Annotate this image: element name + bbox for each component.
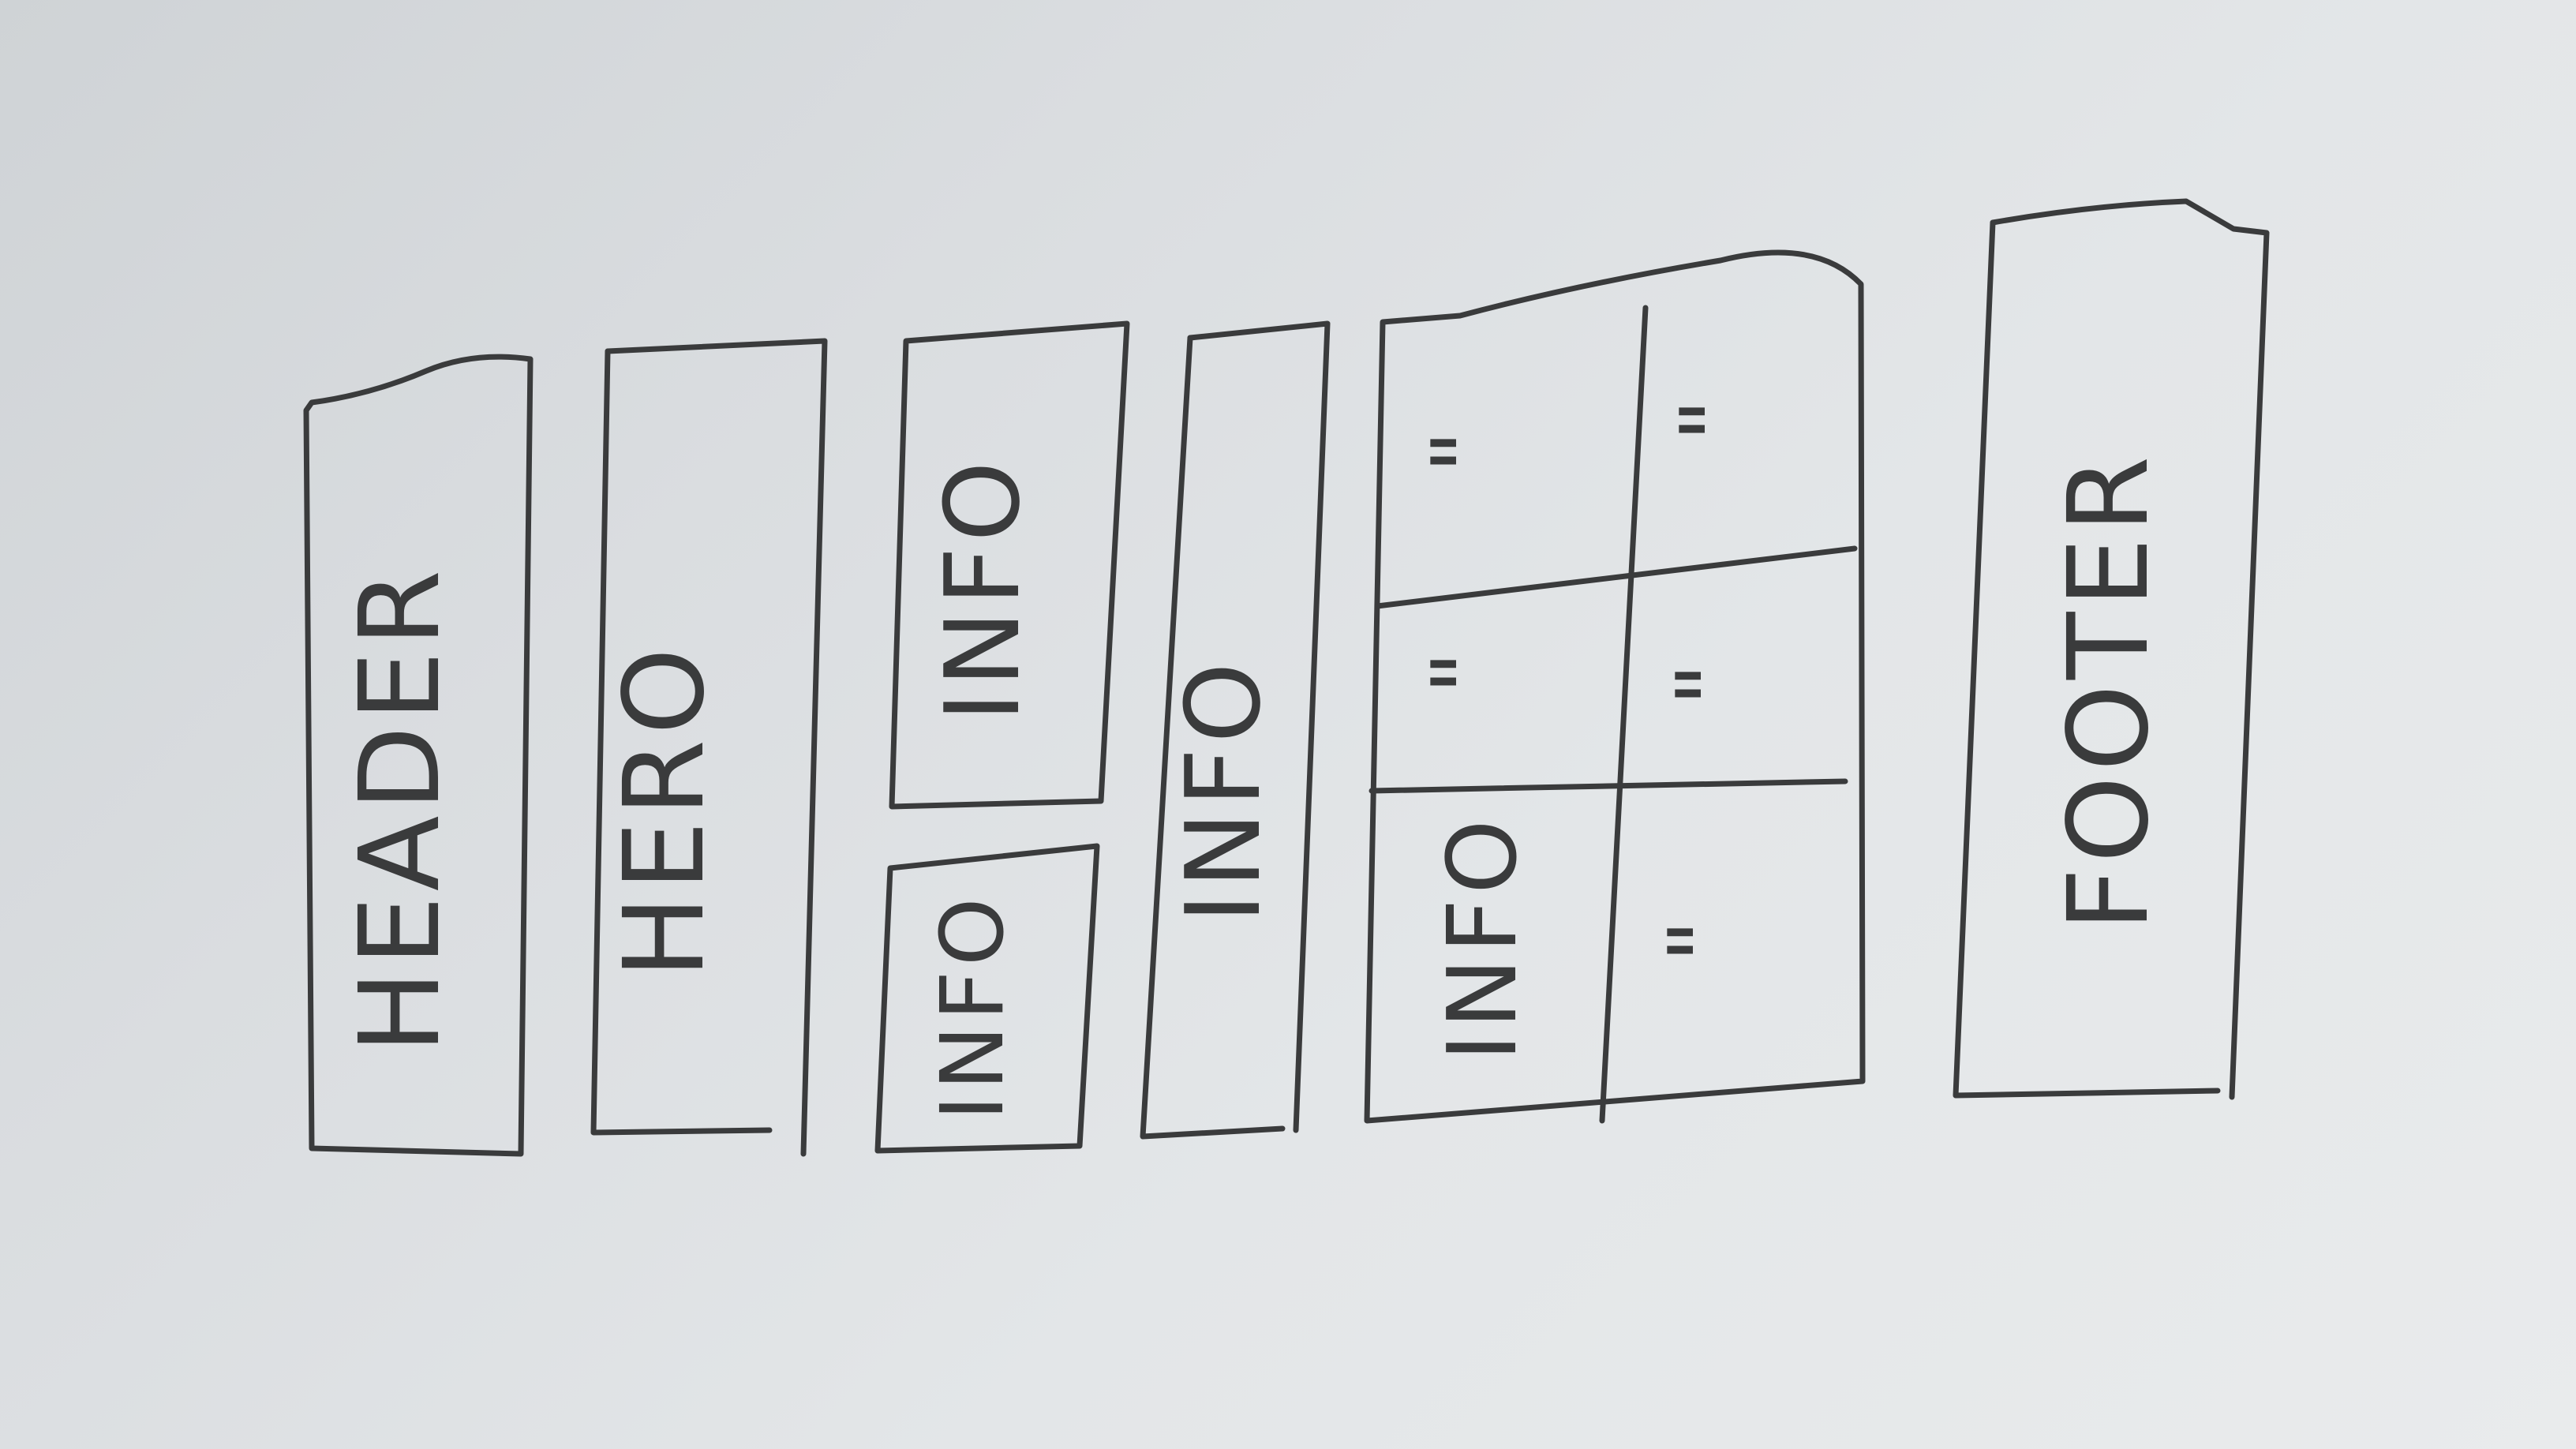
grid-divider-lower (1368, 778, 1848, 794)
grid-ditto-5: " (1649, 919, 1759, 963)
footer-block: FOOTER (1953, 198, 2270, 1100)
grid-ditto-4: " (1657, 663, 1767, 706)
info-box-top-label: INFO (923, 456, 1043, 722)
hero-block: HERO (590, 338, 828, 1157)
grid-cell-info-label: INFO (1428, 814, 1538, 1061)
info-box-top (889, 320, 1130, 810)
grid-ditto-1: " (1413, 430, 1522, 474)
header-block: HEADER (303, 354, 534, 1157)
info-wide-block: INFO (1140, 320, 1331, 1140)
footer-label: FOOTER (2045, 451, 2174, 931)
info-box-bottom-label: INFO (922, 893, 1023, 1121)
hero-label: HERO (601, 643, 729, 979)
info-wide-label: INFO (1163, 657, 1283, 923)
header-label: HEADER (336, 565, 465, 1054)
grid-ditto-2: " (1413, 651, 1522, 695)
grid-ditto-3: " (1661, 399, 1771, 442)
info-grid-block: INFO " " " " " (1364, 249, 1866, 1124)
info-box-bottom (874, 843, 1100, 1154)
grid-divider-upper (1374, 545, 1858, 609)
info-pair-row: INFO INFO (874, 320, 1130, 1154)
grid-divider-vertical (1599, 305, 1649, 1124)
